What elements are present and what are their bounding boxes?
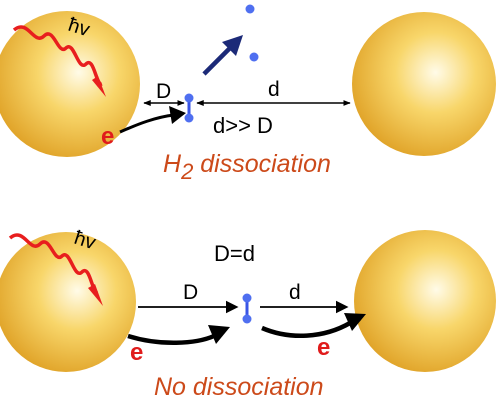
- photon-wave-icon: [8, 233, 99, 295]
- free-h-atom-2: [249, 52, 259, 62]
- caption-top-rest: dissociation: [193, 150, 331, 178]
- gap-label-near-bottom: D: [183, 281, 198, 304]
- caption-bottom: No dissociation: [154, 373, 324, 401]
- gap-label-near-top: D: [156, 80, 171, 103]
- electron-transfer-arrow-top: [119, 113, 175, 134]
- gap-label-far-bottom: d: [289, 281, 301, 304]
- gap-label-far-top: d: [268, 78, 280, 101]
- caption-top: H2 dissociation: [163, 150, 331, 184]
- photon-arrowhead-icon: [92, 76, 106, 97]
- caption-top-sub: 2: [180, 159, 193, 184]
- condition-bottom: D=d: [214, 241, 255, 266]
- free-h-atom-1: [245, 4, 255, 14]
- top-panel: ħv e D d d>> D H2 dissociation: [0, 4, 496, 184]
- right-nanoparticle-top: [352, 12, 496, 156]
- bottom-panel: ħv D=d D d e e No dissociation: [0, 227, 496, 401]
- h2-molecule-top: [184, 93, 194, 123]
- electron-label-bottom-right: e: [317, 334, 330, 361]
- left-nanoparticle-bottom: [0, 232, 136, 372]
- electron-transfer-arrowhead-bottom-right: [344, 313, 366, 331]
- electron-label-bottom-left: e: [130, 339, 143, 366]
- left-nanoparticle-top: [0, 11, 140, 157]
- right-nanoparticle-bottom: [354, 230, 496, 372]
- photon-arrowhead-icon: [88, 284, 103, 306]
- photon-wave-icon: [12, 25, 103, 86]
- caption-top-main: H: [163, 150, 182, 178]
- condition-top: d>> D: [213, 113, 273, 138]
- dissociation-arrowhead-icon: [222, 35, 243, 56]
- electron-transfer-arrowhead-bottom-left: [208, 325, 230, 344]
- electron-transfer-arrow-bottom-left: [127, 333, 215, 345]
- h2-molecule-bottom: [242, 293, 252, 324]
- electron-label-top: e: [101, 123, 114, 150]
- electron-transfer-arrowhead-top: [169, 106, 186, 124]
- dissociation-arrow: [202, 46, 232, 76]
- electron-transfer-arrow-bottom-right: [261, 321, 352, 338]
